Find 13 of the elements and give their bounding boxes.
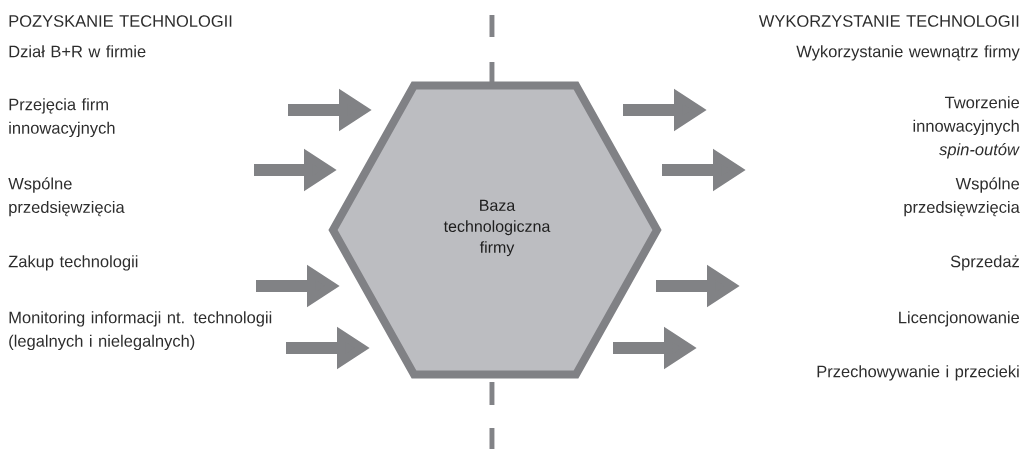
source-label: Monitoring informacji nt. technologii (legalnych i nielegalnych) <box>9 311 272 351</box>
source-label: Zakup technologii <box>8 255 138 271</box>
use-label: Licencjonowanie <box>899 311 1019 327</box>
source-label: Dział B+R w firmie <box>9 45 146 58</box>
source-label: Przejęcia firm innowacyjnych <box>9 98 115 138</box>
column-heading: WYKORZYSTANIE TECHNOLOGII <box>758 15 1019 27</box>
column-heading: POZYSKANIE TECHNOLOGII <box>9 15 232 27</box>
use-label: Wspólne przedsięwzięcia <box>904 177 1020 217</box>
use-label: Przechowywanie i przecieki <box>817 365 1019 381</box>
use-label: Tworzenie innowacyjnych spin-outów <box>913 96 1020 159</box>
source-label: Wspólne przedsięwzięcia <box>8 177 125 217</box>
use-label: Wykorzystanie wewnątrz firmy <box>796 45 1020 61</box>
use-label: Sprzedaż <box>950 255 1019 271</box>
